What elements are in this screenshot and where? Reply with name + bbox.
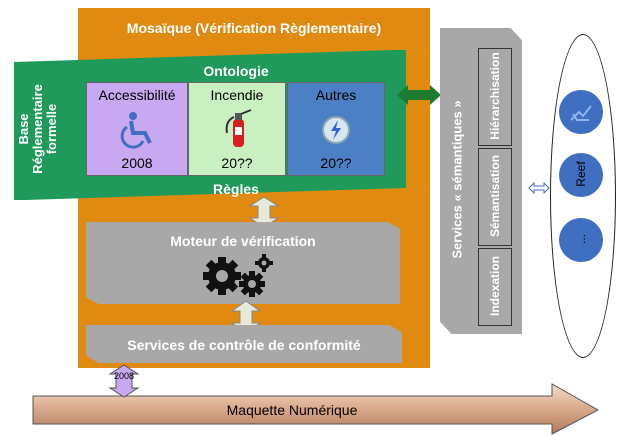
- domain-year: 20??: [320, 155, 352, 171]
- arrow-base-semantic: [397, 85, 441, 105]
- wheelchair-icon: [120, 112, 152, 149]
- service-circle-more: ...: [559, 218, 603, 262]
- gears-icon: [203, 254, 273, 297]
- tools-icon: [570, 105, 592, 121]
- badge-2008: 2008: [113, 371, 135, 381]
- fire-extinguisher-icon: [225, 109, 252, 147]
- compliance-services: [86, 325, 402, 363]
- domain-autres: Autres 20??: [287, 82, 385, 176]
- arrow-semantic-ellipse: [528, 182, 550, 194]
- service-circle-1: [559, 90, 603, 134]
- domain-name: Incendie: [210, 87, 264, 103]
- lightning-icon: [322, 116, 350, 144]
- domain-name: Accessibilité: [98, 87, 176, 103]
- engine-label: Moteur de vérification: [170, 233, 316, 249]
- ontology-label: Ontologie: [203, 63, 269, 79]
- semantic-item-semantisation: Sémantisation: [478, 148, 512, 246]
- mosaique-title: Mosaïque (Vérification Règlementaire): [126, 20, 382, 36]
- maquette-arrow: [32, 383, 600, 435]
- maquette-label: Maquette Numérique: [226, 402, 358, 418]
- compliance-label: Services de contrôle de conformité: [127, 337, 361, 353]
- domain-year: 2008: [121, 155, 153, 171]
- base-reglementaire-label: Base Réglementaire formelle: [16, 84, 59, 174]
- service-circle-reef: Reef: [559, 153, 603, 197]
- domain-accessibilite: Accessibilité 2008: [86, 82, 188, 176]
- domain-incendie: Incendie 20??: [188, 82, 286, 176]
- semantic-services-label: Services « sémantiques »: [449, 100, 465, 259]
- domain-year: 20??: [221, 155, 253, 171]
- semantic-item-hierarchisation: Hiérarchisation: [478, 48, 512, 146]
- rules-label: Règles: [213, 181, 259, 197]
- semantic-item-indexation: Indexation: [478, 248, 512, 326]
- badge-arrow: [108, 364, 140, 398]
- domain-name: Autres: [315, 87, 357, 103]
